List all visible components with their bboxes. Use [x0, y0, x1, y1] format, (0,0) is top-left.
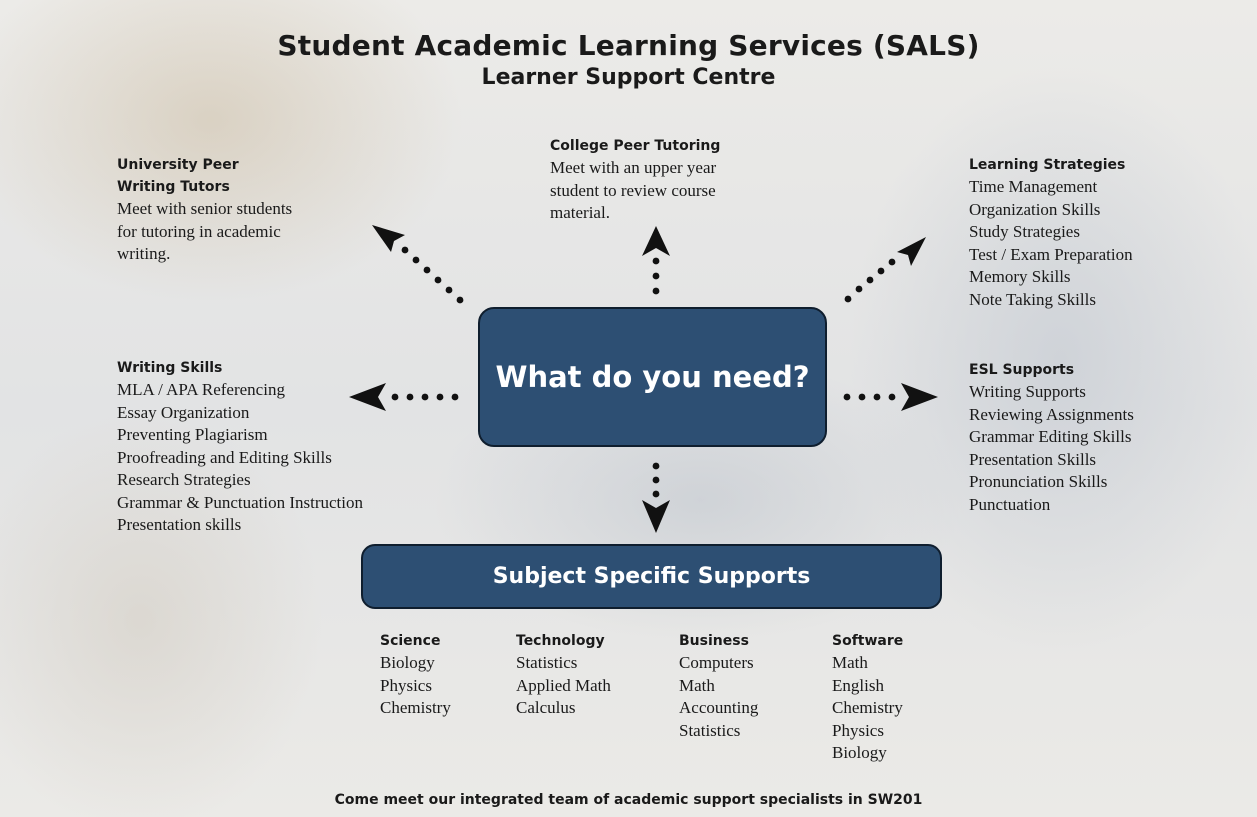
subject-column-heading: Business	[679, 633, 749, 649]
list-item: Test / Exam Preparation	[969, 244, 1133, 264]
list-item: English	[832, 675, 884, 695]
footer-note: Come meet our integrated team of academi…	[334, 792, 923, 808]
node-heading: ESL Supports	[969, 362, 1075, 378]
node-heading: Writing Skills	[117, 360, 223, 376]
arrow-to-college-peer-tutoring	[642, 226, 670, 295]
list-item: Presentation Skills	[969, 449, 1097, 469]
node-writing-skills: Writing Skills MLA / APA Referencing Ess…	[117, 357, 363, 537]
list-item: Biology	[380, 653, 435, 672]
list-item: Chemistry	[832, 698, 903, 717]
subject-column-software: Software Math English Chemistry Physics …	[832, 630, 903, 765]
arrow-to-subject-supports	[642, 462, 670, 533]
list-item: Essay Organization	[117, 402, 250, 422]
subject-supports-box: Subject Specific Supports	[361, 544, 942, 609]
list-item: Presentation skills	[117, 515, 242, 534]
list-item: Grammar & Punctuation Instruction	[117, 492, 363, 512]
list-item: Note Taking Skills	[969, 289, 1096, 309]
list-item: Grammar Editing Skills	[969, 427, 1132, 446]
list-item: Reviewing Assignments	[969, 404, 1134, 424]
subject-column-business: Business Computers Math Accounting Stati…	[679, 630, 758, 742]
list-item: Organization Skills	[969, 199, 1101, 219]
arrow-to-university-peer-writing	[372, 225, 464, 304]
list-item: Chemistry	[380, 698, 451, 717]
list-item: MLA / APA Referencing	[117, 380, 285, 399]
subject-supports-label: Subject Specific Supports	[492, 564, 811, 589]
list-item: Applied Math	[516, 675, 611, 695]
node-heading: University Peer	[117, 157, 239, 173]
node-heading: Learning Strategies	[969, 157, 1126, 173]
center-question-label: What do you need?	[495, 360, 810, 394]
subject-column-heading: Software	[832, 633, 904, 649]
list-item: Preventing Plagiarism	[117, 425, 268, 444]
subject-column-science: Science Biology Physics Chemistry	[380, 630, 451, 720]
node-text: student to review course	[550, 180, 716, 200]
node-text: writing.	[117, 244, 171, 263]
list-item: Statistics	[679, 720, 741, 740]
node-text: Meet with an upper year	[550, 158, 717, 177]
node-university-peer-writing: University Peer Writing Tutors Meet with…	[117, 154, 292, 266]
list-item: Biology	[832, 743, 887, 762]
list-item: Research Strategies	[117, 470, 251, 489]
list-item: Physics	[380, 675, 432, 695]
subject-column-technology: Technology Statistics Applied Math Calcu…	[516, 630, 611, 720]
subject-column-heading: Technology	[516, 633, 605, 649]
page-subtitle: Learner Support Centre	[481, 65, 776, 90]
subject-column-heading: Science	[380, 633, 441, 649]
node-heading: Writing Tutors	[117, 179, 230, 195]
list-item: Computers	[679, 653, 754, 672]
node-heading: College Peer Tutoring	[550, 138, 721, 154]
center-question-box: What do you need?	[478, 307, 827, 447]
node-text: Meet with senior students	[117, 199, 293, 218]
list-item: Physics	[832, 720, 884, 740]
list-item: Memory Skills	[969, 267, 1071, 286]
list-item: Time Management	[969, 177, 1098, 196]
node-text: material.	[550, 203, 610, 222]
list-item: Punctuation	[969, 494, 1051, 514]
page-title: Student Academic Learning Services (SALS…	[277, 29, 980, 62]
list-item: Math	[679, 675, 715, 695]
list-item: Statistics	[516, 653, 578, 672]
arrow-to-writing-skills	[349, 383, 459, 411]
node-text: for tutoring in academic	[117, 221, 281, 241]
arrow-to-learning-strategies	[844, 237, 926, 303]
list-item: Calculus	[516, 698, 576, 717]
node-learning-strategies: Learning Strategies Time Management Orga…	[969, 154, 1133, 311]
node-college-peer-tutoring: College Peer Tutoring Meet with an upper…	[550, 135, 720, 225]
list-item: Math	[832, 653, 868, 672]
list-item: Writing Supports	[969, 382, 1086, 401]
node-esl-supports: ESL Supports Writing Supports Reviewing …	[969, 359, 1134, 516]
arrow-to-esl-supports	[843, 383, 938, 411]
list-item: Accounting	[679, 698, 759, 717]
list-item: Pronunciation Skills	[969, 472, 1108, 491]
list-item: Study Strategies	[969, 222, 1080, 241]
list-item: Proofreading and Editing Skills	[117, 447, 332, 467]
